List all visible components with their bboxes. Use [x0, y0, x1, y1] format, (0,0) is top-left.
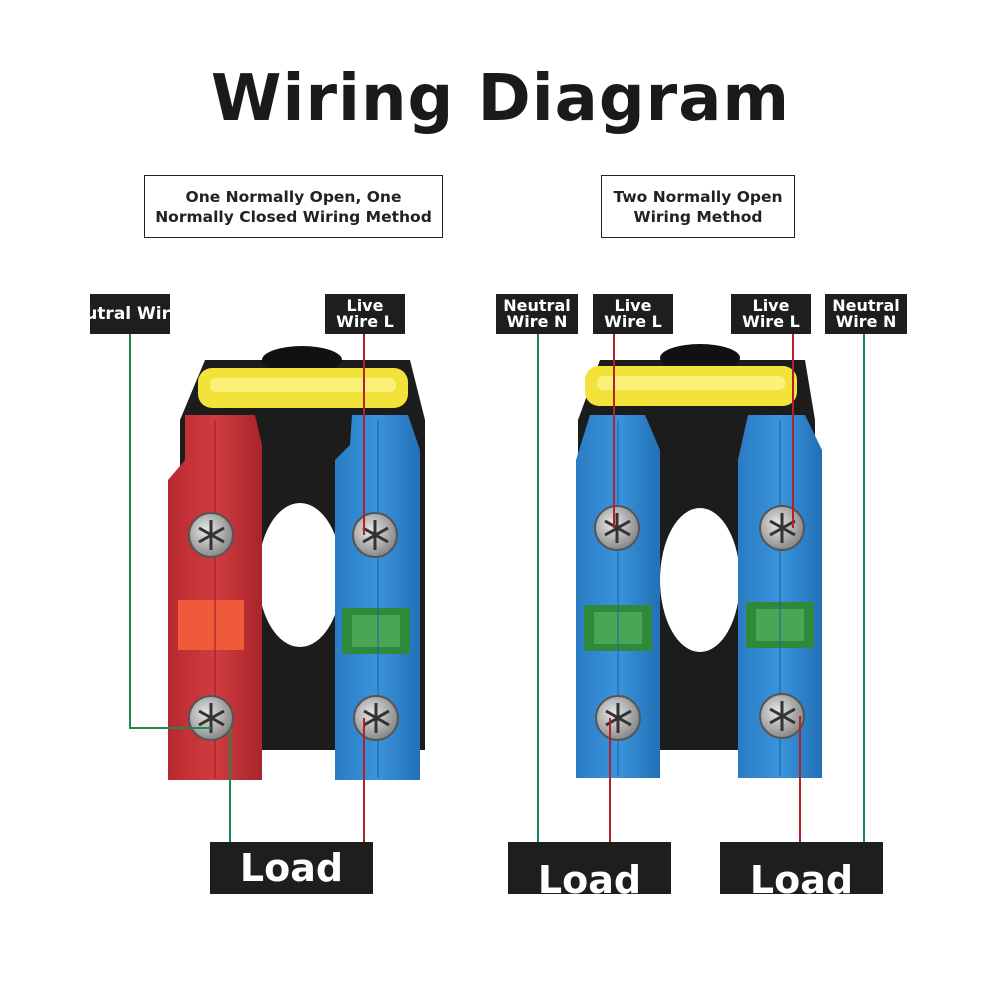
right-load-tag-2: Load: [720, 842, 883, 894]
left-switch-assembly: [168, 346, 425, 780]
right-switch-assembly: [576, 344, 822, 778]
right-neutral-wire-tag-1: Neutral Wire N: [496, 294, 578, 334]
right-wires: [537, 334, 865, 842]
left-live-wire-tag: Live Wire L: [325, 294, 405, 334]
right-load-tag-1: Load: [508, 842, 671, 894]
right-live-wire-tag-2: Live Wire L: [731, 294, 811, 334]
left-wires: [129, 334, 365, 842]
left-method-caption: One Normally Open, One Normally Closed W…: [144, 175, 443, 238]
left-load-tag: Load: [210, 842, 373, 894]
right-live-wire-tag-1: Live Wire L: [593, 294, 673, 334]
no-contact-block-right-1: [576, 415, 660, 778]
right-method-caption: Two Normally Open Wiring Method: [601, 175, 795, 238]
right-neutral-wire-tag-2: Neutral Wire N: [825, 294, 907, 334]
neutral-wire-line: [129, 334, 211, 729]
left-neutral-wire-tag: utral Wir: [90, 294, 170, 334]
nc-contact-block: [168, 415, 262, 780]
diagram-title: Wiring Diagram: [210, 62, 791, 136]
no-contact-block-right-2: [738, 415, 822, 778]
no-contact-block-left: [335, 415, 420, 780]
